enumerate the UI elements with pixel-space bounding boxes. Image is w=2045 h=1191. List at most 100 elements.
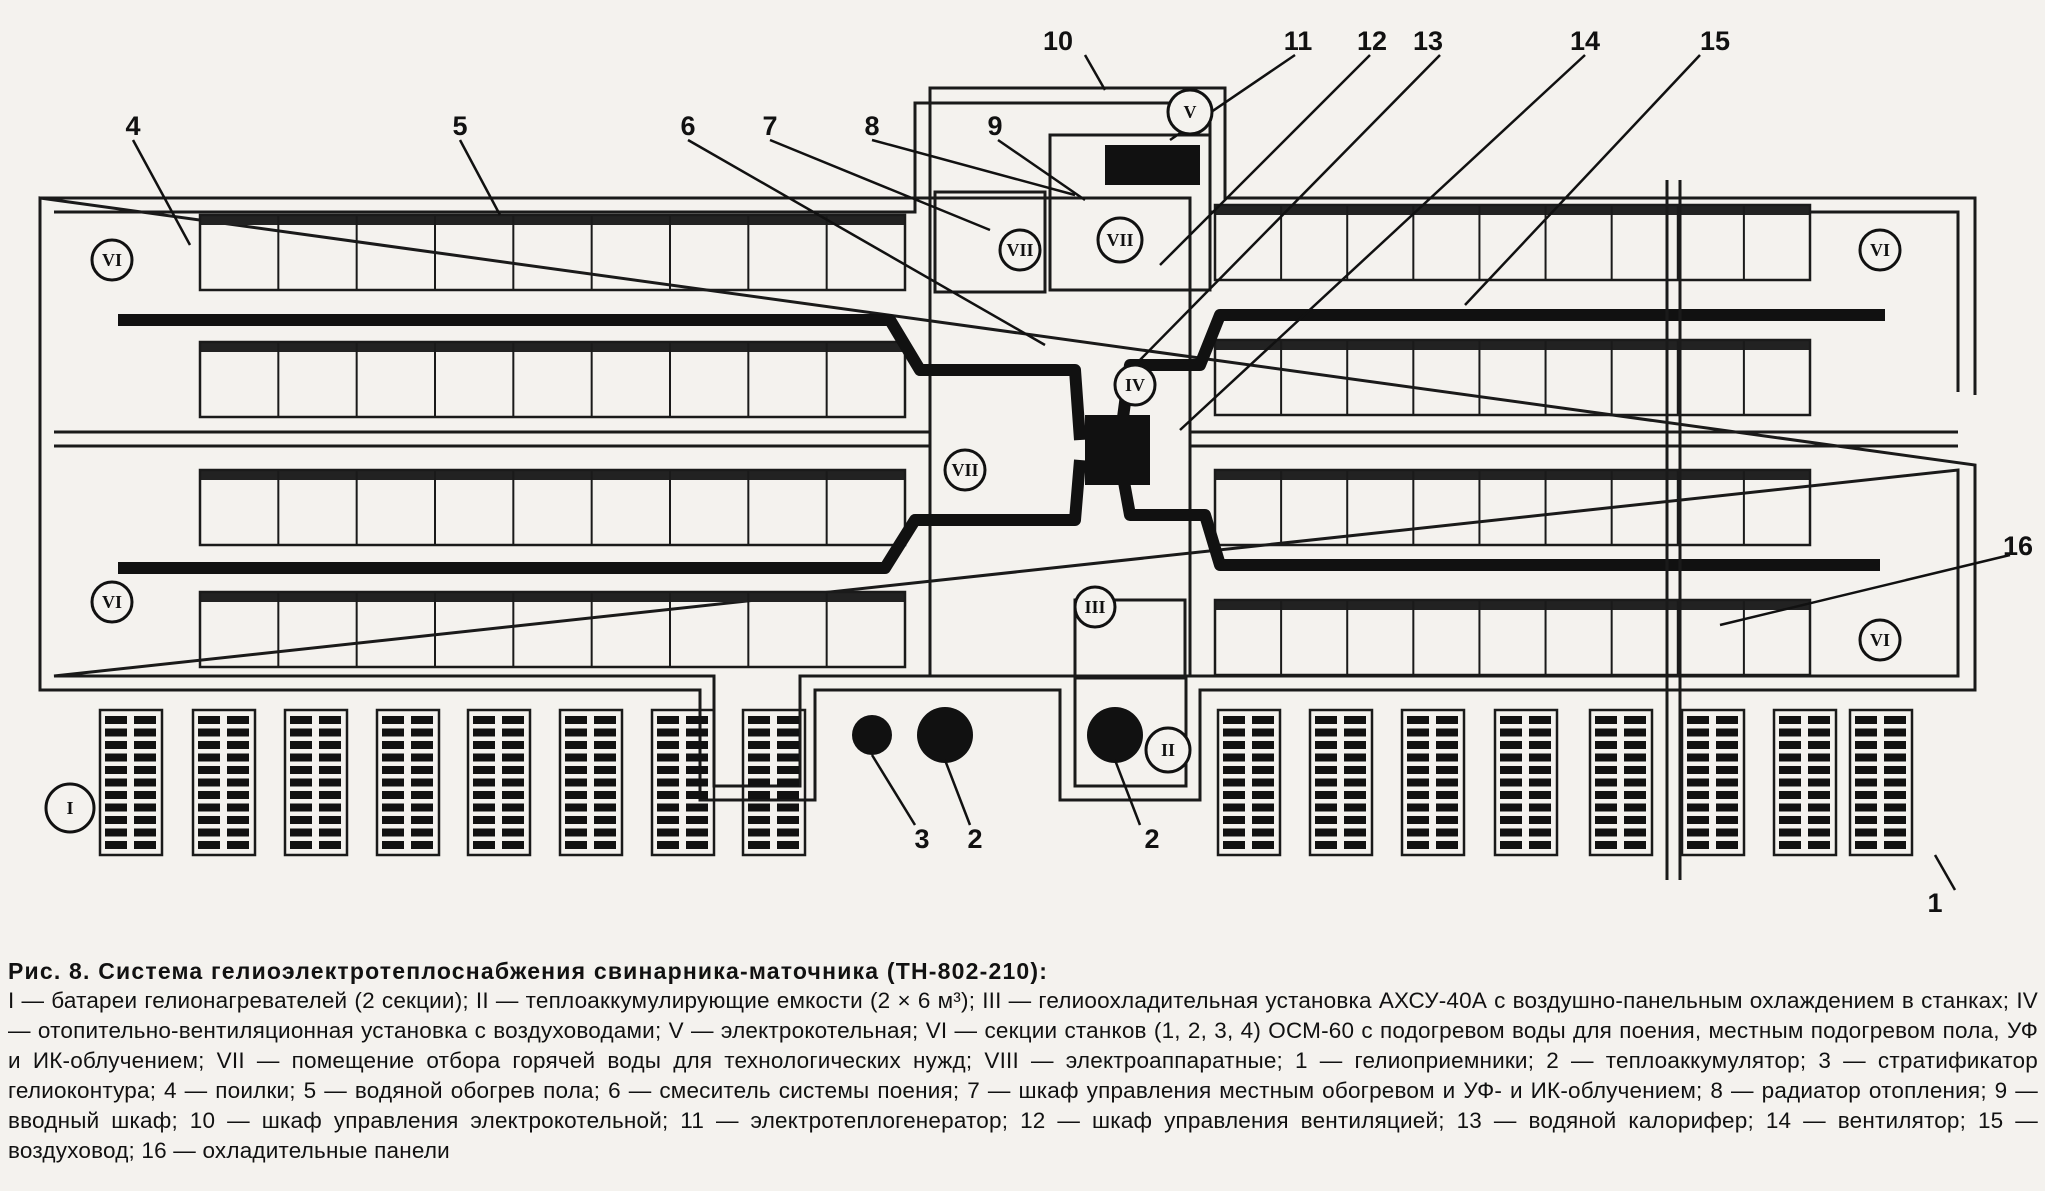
collector-cell: [1808, 778, 1830, 787]
collector-cell: [686, 803, 708, 812]
collector-cell: [1500, 766, 1522, 774]
collector-cell: [1529, 728, 1551, 737]
collector-cell: [1223, 753, 1245, 762]
collector-cell: [1716, 728, 1738, 737]
collector-cell: [1855, 816, 1877, 824]
collector-cell: [1716, 778, 1738, 787]
collector-cell: [777, 816, 799, 824]
collector-cell: [134, 841, 156, 849]
collector-cell: [198, 803, 220, 812]
collector-cell: [1252, 778, 1274, 787]
collector-cell: [1223, 741, 1245, 749]
collector-cell: [105, 716, 127, 724]
collector-battery: [558, 708, 624, 857]
collector-cell: [382, 778, 404, 787]
collector-cell: [1855, 841, 1877, 849]
collector-cell: [1595, 716, 1617, 724]
collector-cell: [565, 803, 587, 812]
collector-cell: [594, 753, 616, 762]
collector-battery: [191, 708, 257, 857]
collector-cell: [134, 753, 156, 762]
collector-cell: [319, 803, 341, 812]
collector-battery: [375, 708, 441, 857]
collector-cell: [1529, 816, 1551, 824]
boiler-room: [1048, 133, 1212, 292]
collector-cell: [198, 841, 220, 849]
collector-battery: [1848, 708, 1914, 857]
collector-cell: [411, 753, 433, 762]
zone-vi-circle-tl: [90, 238, 134, 282]
collector-cell: [1344, 816, 1366, 824]
collector-cell: [1808, 803, 1830, 812]
collector-cell: [411, 791, 433, 799]
collector-cell: [473, 716, 495, 724]
outer-wall: [38, 86, 1977, 802]
collector-cell: [382, 816, 404, 824]
collector-cell: [227, 791, 249, 799]
collector-cell: [594, 828, 616, 837]
collector-cell: [686, 741, 708, 749]
callout-15: 15: [1700, 26, 1730, 56]
collector-frame: [98, 708, 164, 857]
collector-cell: [657, 753, 679, 762]
leader-12: [1159, 54, 1371, 266]
collector-cell: [748, 828, 770, 837]
collector-cell: [777, 791, 799, 799]
zone-vi-circle-bl: [90, 580, 134, 624]
collector-cell: [1315, 778, 1337, 787]
collector-cell: [382, 728, 404, 737]
collector-cell: [1436, 741, 1458, 749]
collector-cell: [319, 741, 341, 749]
collector-cell: [319, 791, 341, 799]
collector-cell: [565, 816, 587, 824]
collector-cell: [1223, 728, 1245, 737]
collector-cell: [1344, 778, 1366, 787]
collector-cell: [227, 716, 249, 724]
stall-row-left-2: [198, 340, 907, 419]
collector-cell: [565, 753, 587, 762]
collector-cell: [1624, 828, 1646, 837]
collector-cell: [594, 741, 616, 749]
collector-cell: [1855, 741, 1877, 749]
solar-collector-batteries: [98, 708, 1914, 857]
leader-4: [131, 139, 192, 246]
collector-cell: [1223, 778, 1245, 787]
callout-16: 16: [2003, 531, 2033, 561]
collector-cell: [411, 766, 433, 774]
heat-accumulator-tank-1: [917, 707, 973, 763]
collector-cell: [1779, 841, 1801, 849]
collector-cell: [290, 753, 312, 762]
collector-cell: [657, 841, 679, 849]
collector-cell: [134, 716, 156, 724]
collector-cell: [1407, 816, 1429, 824]
collector-cell: [1595, 741, 1617, 749]
collector-cell: [1407, 791, 1429, 799]
collector-cell: [1855, 803, 1877, 812]
collector-cell: [105, 841, 127, 849]
collector-cell: [290, 828, 312, 837]
collector-cell: [1407, 716, 1429, 724]
collector-battery: [1588, 708, 1654, 857]
collector-cell: [1884, 791, 1906, 799]
collector-cell: [290, 791, 312, 799]
collector-cell: [1315, 828, 1337, 837]
collector-cell: [1529, 791, 1551, 799]
collector-frame: [1848, 708, 1914, 857]
collector-cell: [473, 841, 495, 849]
collector-cell: [565, 741, 587, 749]
collector-cell: [1407, 728, 1429, 737]
central-block: [928, 196, 1192, 678]
collector-cell: [1529, 828, 1551, 837]
collector-cell: [198, 778, 220, 787]
figure-caption: Рис. 8. Система гелиоэлектротеплоснабжен…: [8, 956, 2038, 1166]
collector-battery: [650, 708, 716, 857]
stall-row-bar: [1215, 205, 1810, 215]
collector-frame: [375, 708, 441, 857]
collector-cell: [1529, 716, 1551, 724]
callout-7: 7: [762, 111, 777, 141]
collector-cell: [1595, 753, 1617, 762]
zone-ii-circle: [1144, 726, 1192, 774]
callout-5: 5: [452, 111, 467, 141]
collector-cell: [473, 728, 495, 737]
electric-heat-generator: [1105, 145, 1200, 185]
